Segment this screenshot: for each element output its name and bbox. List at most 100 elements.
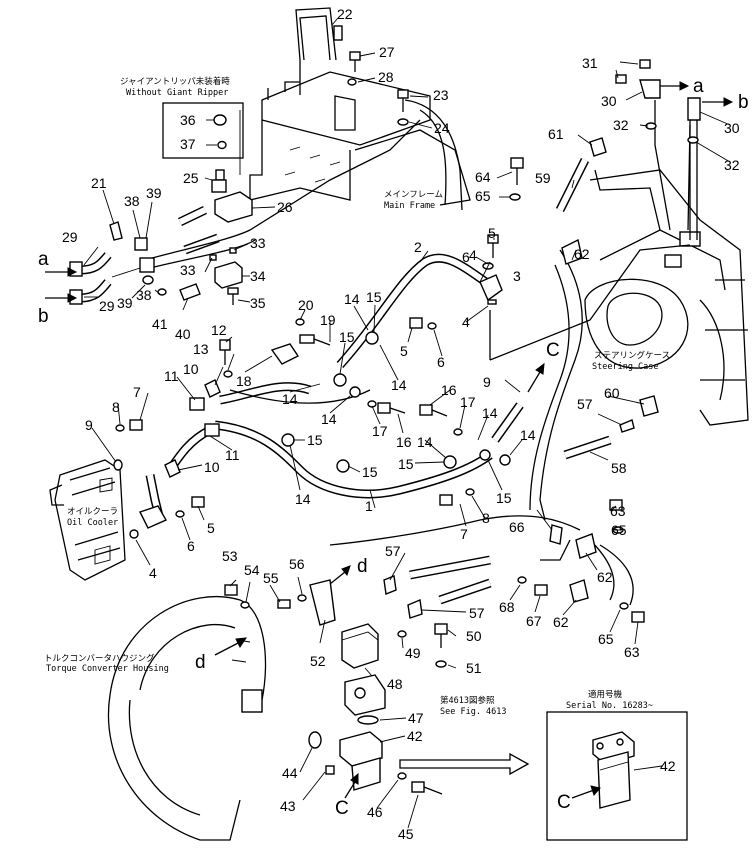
part-label: 14	[391, 377, 407, 393]
part-label: 24	[434, 120, 450, 136]
part-label: 6	[462, 249, 470, 265]
part-label: 15	[339, 329, 355, 345]
part-label: 16	[441, 382, 457, 398]
part-label: 15	[366, 289, 382, 305]
part-label: 57	[577, 396, 593, 412]
part-label: 47	[408, 710, 424, 726]
part-label: 12	[211, 322, 227, 338]
part-label: 1	[365, 498, 373, 514]
steering-case-en-caption: Steering Case	[592, 362, 659, 372]
part-label: 54	[244, 562, 260, 578]
main-frame-jp-caption: メインフレーム	[384, 190, 443, 200]
serial-en-caption: Serial No. 16283~	[566, 701, 653, 711]
part-label: 15	[307, 432, 323, 448]
part-label: 61	[548, 126, 564, 142]
part-label: 10	[183, 361, 199, 377]
part-label: 15	[362, 464, 378, 480]
part-label: 65	[475, 188, 491, 204]
letter-a-left: a	[38, 249, 49, 270]
part-label: 33	[250, 235, 266, 251]
part-label: 62	[553, 614, 569, 630]
part-label: 38	[136, 287, 152, 303]
part-label: 7	[133, 384, 141, 400]
serial-jp-caption: 適用号機	[588, 689, 623, 700]
without-ripper-en-caption: Without Giant Ripper	[126, 88, 228, 98]
part-label: 48	[387, 676, 403, 692]
part-label: 13	[193, 341, 209, 357]
main-frame-drawing	[239, 7, 471, 211]
main-frame-en-caption: Main Frame	[384, 201, 435, 211]
letter-b-right: b	[738, 92, 749, 113]
part-label: 14	[520, 427, 536, 443]
part-label: 3	[513, 268, 521, 284]
part-label: 46	[367, 804, 383, 820]
part-label: 65	[611, 522, 627, 538]
letter-d-upper: d	[357, 556, 368, 577]
part-label: 49	[405, 645, 421, 661]
part-label: 31	[582, 55, 598, 71]
leader-lines	[83, 17, 731, 829]
arrows	[45, 81, 734, 799]
part-label: 57	[385, 543, 401, 559]
captions: ジャイアントリッパ未装着時 Without Giant Ripper メインフレ…	[44, 76, 670, 717]
part-label: 11	[164, 368, 179, 384]
part-label: 36	[180, 112, 196, 128]
part-label: 23	[433, 87, 449, 103]
reference-letters: a b a b C d d C C	[38, 76, 749, 819]
part-label: 63	[624, 644, 640, 660]
part-label: 33	[180, 262, 196, 278]
part-label: 52	[310, 653, 326, 669]
part-label: 17	[372, 423, 388, 439]
torque-converter-jp-caption: トルクコンバータハウジング	[44, 653, 155, 664]
part-label: 30	[724, 120, 740, 136]
part-label: 4	[462, 314, 470, 330]
part-label: 55	[263, 570, 279, 586]
part-label: 18	[236, 373, 252, 389]
oil-cooler-jp-caption: オイルクーラ	[67, 507, 118, 517]
part-label: 15	[496, 490, 512, 506]
part-label: 14	[344, 291, 360, 307]
part-label: 10	[204, 459, 220, 475]
part-label: 37	[180, 136, 196, 152]
part-label: 6	[187, 538, 195, 554]
part-label: 58	[611, 460, 627, 476]
part-label: 32	[613, 117, 629, 133]
pipe-lines	[144, 100, 691, 606]
part-label: 21	[91, 175, 107, 191]
part-label: 9	[85, 417, 93, 433]
part-label: 39	[146, 185, 162, 201]
part-label: 19	[320, 312, 336, 328]
see-fig-jp-caption: 第4613図参照	[440, 695, 495, 706]
part-label: 63	[610, 503, 626, 519]
part-label: 41	[152, 316, 168, 332]
part-label: 42	[660, 758, 676, 774]
part-label: 40	[175, 326, 191, 342]
part-label: 15	[398, 456, 414, 472]
part-label: 26	[277, 199, 293, 215]
part-label: 9	[483, 374, 491, 390]
part-label: 60	[604, 385, 620, 401]
part-label: 32	[724, 157, 740, 173]
part-label: 17	[460, 394, 476, 410]
part-label: 16	[396, 434, 412, 450]
part-label: 53	[222, 548, 238, 564]
part-label: 8	[482, 510, 490, 526]
letter-a-right: a	[693, 76, 704, 97]
oil-cooler-en-caption: Oil Cooler	[67, 518, 118, 528]
part-label: 42	[407, 728, 423, 744]
part-label: 28	[378, 69, 394, 85]
part-label: 43	[280, 798, 296, 814]
part-label: 50	[466, 628, 482, 644]
part-label: 14	[482, 405, 498, 421]
fittings	[69, 51, 701, 795]
part-label: 14	[295, 491, 311, 507]
letter-c-steering: C	[546, 340, 560, 361]
inset-boxes	[162, 102, 688, 841]
part-label: 5	[400, 343, 408, 359]
part-label: 66	[509, 519, 525, 535]
part-label: 65	[598, 631, 614, 647]
part-label: 14	[417, 434, 433, 450]
part-label: 29	[62, 229, 78, 245]
part-label: 57	[469, 605, 485, 621]
